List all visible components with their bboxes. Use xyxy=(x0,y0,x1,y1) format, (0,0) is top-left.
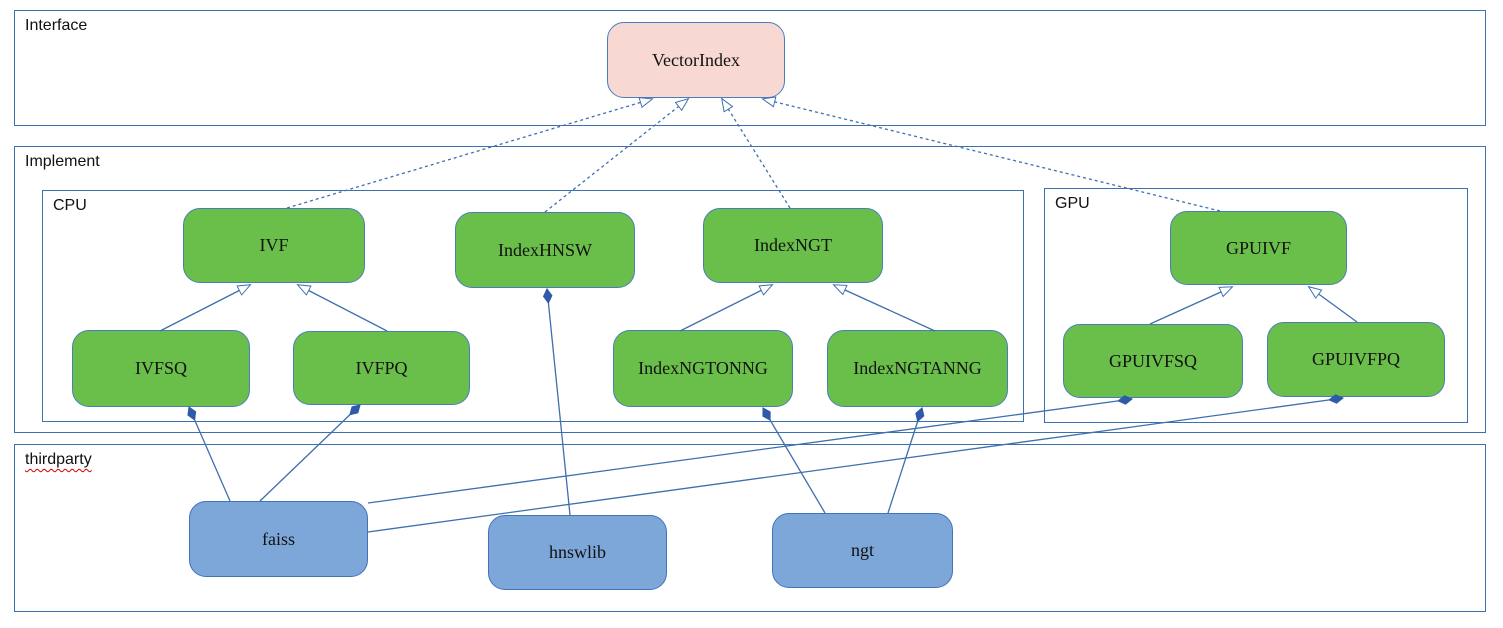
node-indexngt: IndexNGT xyxy=(703,208,883,283)
node-vectorindex: VectorIndex xyxy=(607,22,785,98)
section-interface-label: Interface xyxy=(25,17,88,34)
node-ivf-label: IVF xyxy=(259,235,289,255)
node-hnswlib-label: hnswlib xyxy=(548,542,606,562)
node-indexhnsw-label: IndexHNSW xyxy=(498,239,592,260)
node-ngt-label: ngt xyxy=(850,540,874,560)
section-cpu-label: CPU xyxy=(53,197,87,214)
node-ivf: IVF xyxy=(183,208,365,283)
node-gpuivfpq-label: GPUIVFPQ xyxy=(1311,349,1401,369)
node-ivfpq: IVFPQ xyxy=(293,331,470,405)
node-gpuivf: GPUIVF xyxy=(1170,211,1347,285)
node-indexhnsw: IndexHNSW xyxy=(455,212,635,288)
section-thirdparty-label: thirdparty xyxy=(25,451,92,468)
node-gpuivf-label: GPUIVF xyxy=(1225,237,1291,258)
node-indexngtanng-label: IndexNGTANNG xyxy=(853,358,982,378)
node-faiss-label: faiss xyxy=(262,528,295,549)
node-ivfsq: IVFSQ xyxy=(72,330,250,407)
node-ngt: ngt xyxy=(772,513,953,588)
node-vectorindex-label: VectorIndex xyxy=(652,49,740,70)
node-indexngtanng: IndexNGTANNG xyxy=(827,330,1008,407)
section-gpu-label: GPU xyxy=(1055,195,1090,212)
node-indexngt-label: IndexNGT xyxy=(754,235,832,255)
node-gpuivfsq-label: GPUIVFSQ xyxy=(1108,350,1198,371)
node-indexngtonng: IndexNGTONNG xyxy=(613,330,793,407)
node-hnswlib: hnswlib xyxy=(488,515,667,590)
node-faiss: faiss xyxy=(189,501,368,577)
node-indexngtonng-label: IndexNGTONNG xyxy=(638,358,768,378)
node-gpuivfsq: GPUIVFSQ xyxy=(1063,324,1243,398)
node-ivfpq-label: IVFPQ xyxy=(355,357,408,378)
node-gpuivfpq: GPUIVFPQ xyxy=(1267,322,1445,397)
section-implement-label: Implement xyxy=(25,153,100,170)
node-ivfsq-label: IVFSQ xyxy=(134,358,187,378)
